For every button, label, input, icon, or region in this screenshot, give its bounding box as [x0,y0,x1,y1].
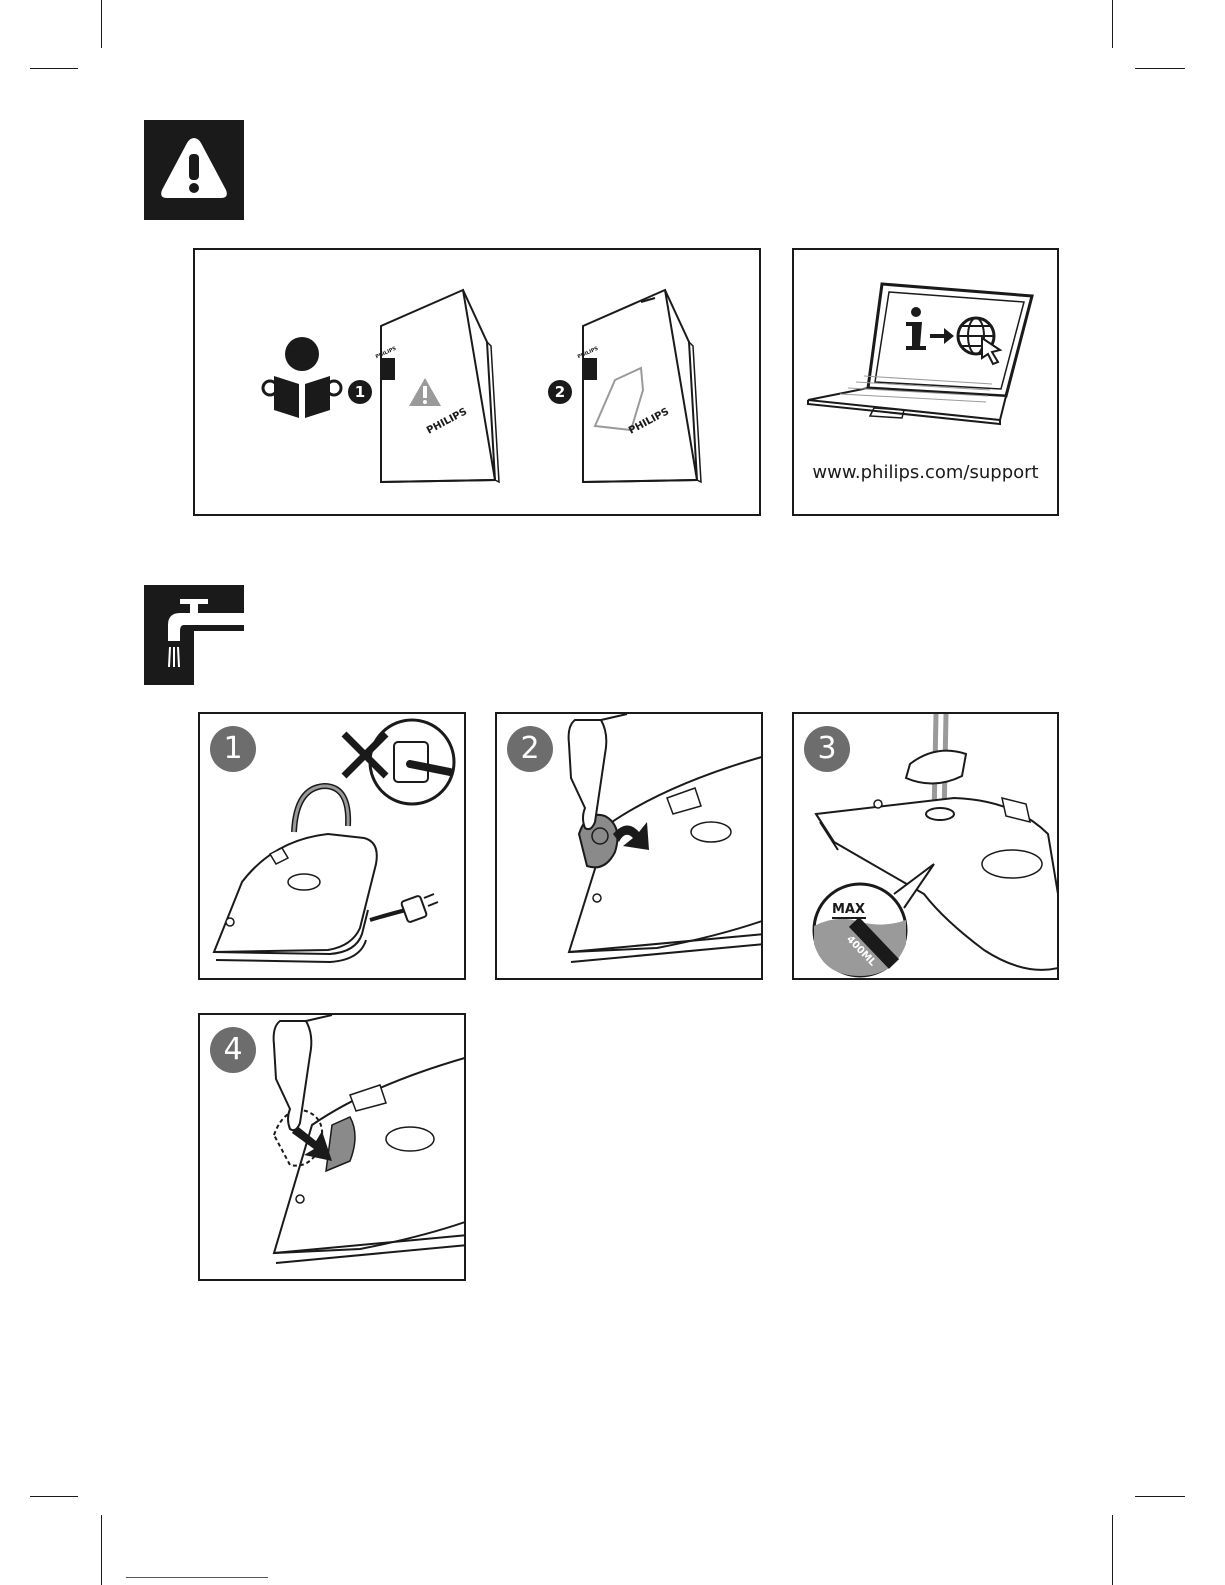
crop-mark [1135,1496,1185,1497]
booklet-1-badge: 1 [348,380,372,404]
crop-mark [1135,68,1185,69]
support-url[interactable]: www.philips.com/support [794,462,1057,483]
read-manual-panel: 1 2 PHILIPS PHILIPS PHILIPS PHILIPS [193,248,761,516]
crop-mark [101,1515,102,1585]
crop-mark [101,0,102,48]
max-label: MAX [832,902,865,917]
booklet-2 [583,290,701,482]
step-1-panel: 1 [198,712,466,980]
step-4-panel: 4 [198,1013,466,1281]
support-panel: www.philips.com/support [792,248,1059,516]
crop-mark [30,68,78,69]
booklet-2-badge: 2 [548,380,572,404]
step-3-panel: 3 MAX 400ML [792,712,1059,980]
step-3-badge: 3 [804,726,850,772]
crop-mark [30,1496,78,1497]
crop-mark [1112,0,1113,48]
step-1-badge: 1 [210,726,256,772]
step-2-panel: 2 [495,712,763,980]
step-2-badge: 2 [507,726,553,772]
warning-triangle-icon [144,120,244,220]
bottom-link-line [126,1577,268,1578]
crop-mark [1112,1515,1113,1585]
read-manual-icon [195,250,761,516]
step-4-badge: 4 [210,1027,256,1073]
booklet-1 [381,290,499,482]
water-tap-icon [144,585,244,685]
